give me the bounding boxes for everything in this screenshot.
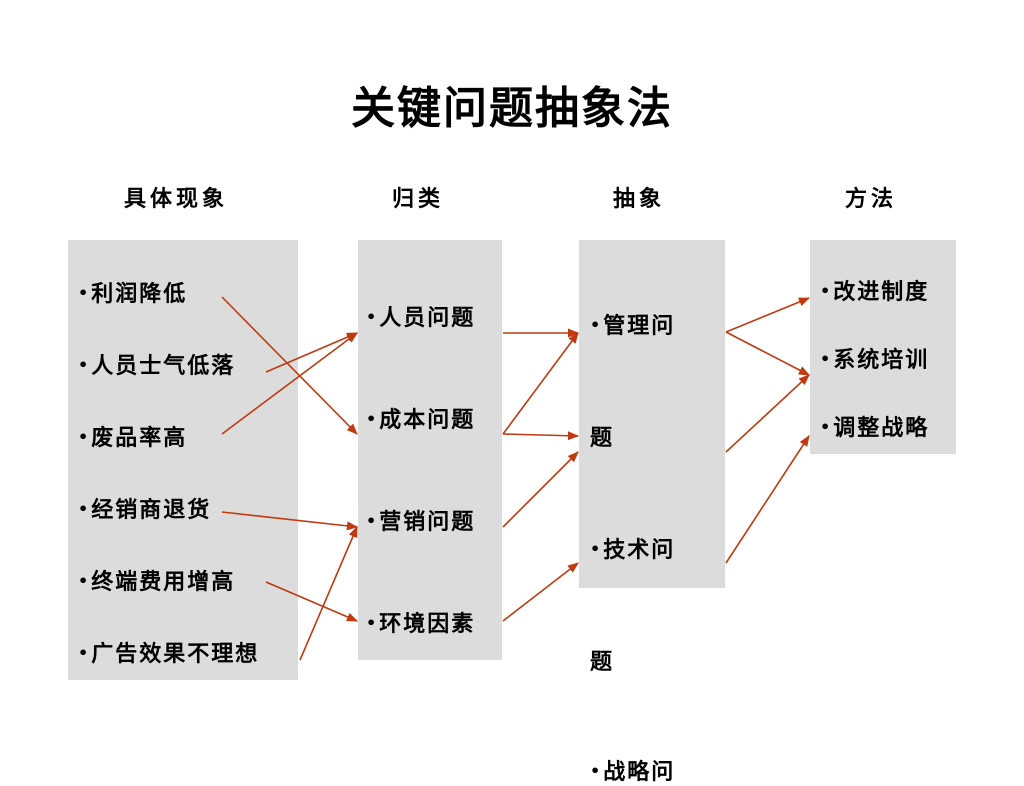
arrow-marketing-to-management-wrap [502, 451, 579, 528]
method-box [810, 240, 956, 454]
abstraction-box [579, 240, 725, 588]
category-item: •人员问题 [366, 305, 476, 331]
abstraction-item-management: •管理问 [590, 313, 676, 339]
arrow-scrap-to-people [221, 332, 358, 435]
arrow-ads-to-marketing [299, 525, 358, 661]
arrow-morale-to-people [265, 332, 359, 373]
category-item: •成本问题 [366, 407, 476, 433]
column-header-abstraction: 抽象 [613, 186, 666, 212]
phenomenon-item: •人员士气低落 [78, 353, 236, 379]
phenomenon-item: •废品率高 [78, 425, 188, 451]
method-item: •调整战略 [820, 415, 930, 441]
column-header-category: 归类 [392, 186, 445, 212]
arrow-environment-to-technical [502, 562, 579, 622]
category-item: •营销问题 [366, 509, 476, 535]
column-header-method: 方法 [845, 186, 898, 212]
method-item: •系统培训 [820, 347, 930, 373]
arrow-profit-to-cost [221, 296, 358, 435]
phenomenon-item: •广告效果不理想 [78, 641, 260, 667]
phenomenon-item: •经销商退货 [78, 497, 212, 523]
phenomena-box [68, 240, 298, 680]
arrow-cost-to-management-wrap [502, 431, 580, 441]
arrow-terminal-to-environment [265, 581, 359, 622]
column-header-phenomena: 具体现象 [124, 186, 229, 212]
arrow-technical-to-strategy [725, 435, 810, 564]
arrow-management-to-improve [725, 297, 811, 333]
page-title: 关键问题抽象法 [351, 83, 673, 134]
phenomenon-item: •利润降低 [78, 281, 188, 307]
arrow-dealer-to-marketing [221, 511, 359, 531]
arrow-wrap-to-training [725, 374, 810, 453]
method-item: •改进制度 [820, 279, 930, 305]
abstraction-item-technical-wrap: 题 [590, 649, 615, 675]
category-item: •环境因素 [366, 611, 476, 637]
abstraction-item-technical: •技术问 [590, 537, 676, 563]
phenomenon-item: •终端费用增高 [78, 569, 236, 595]
connector-arrows [221, 296, 811, 661]
arrow-management-to-training [725, 331, 810, 376]
arrow-cost-to-management [502, 332, 579, 435]
category-box [358, 240, 502, 660]
abstraction-item-management-wrap: 题 [590, 425, 615, 451]
